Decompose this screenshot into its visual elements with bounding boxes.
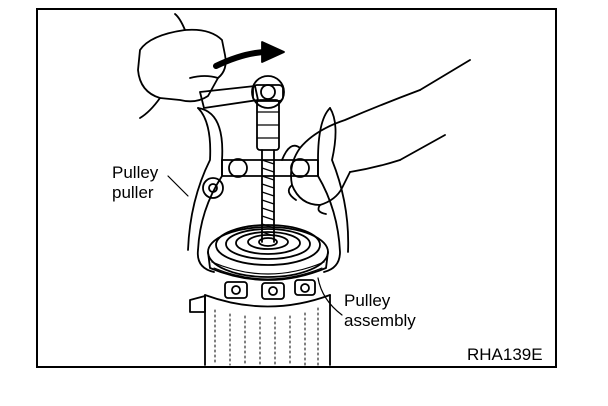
pulley-assembly-label: Pulley assembly <box>344 291 416 331</box>
pulley-puller-line2: puller <box>112 183 154 202</box>
leader-lines <box>167 175 343 316</box>
pulley-disc <box>207 224 329 281</box>
wrench <box>199 75 285 109</box>
compressor-body <box>189 279 331 366</box>
left-hand <box>137 13 227 119</box>
pulley-puller-label: Pulley puller <box>112 163 158 203</box>
pulley-assembly-line1: Pulley <box>344 291 391 310</box>
pulley-assembly-line2: assembly <box>344 311 416 330</box>
figure-code: RHA139E <box>467 345 543 364</box>
figure-frame <box>36 8 557 368</box>
puller-arms <box>187 107 350 273</box>
right-hand <box>281 59 471 215</box>
pulley-puller-line1: Pulley <box>112 163 159 182</box>
rotation-arrow <box>213 41 285 69</box>
